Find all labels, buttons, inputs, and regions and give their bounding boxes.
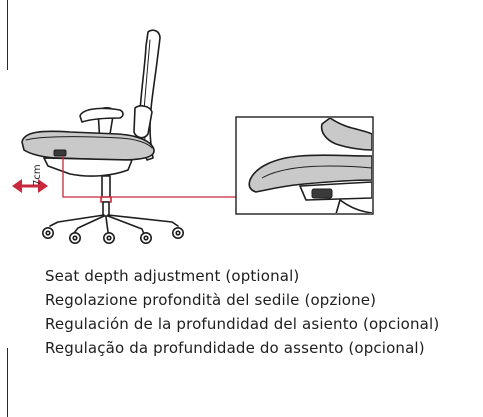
seat-mechanism — [43, 157, 133, 177]
detail-depth-lever — [311, 188, 333, 199]
lumbar-support — [133, 105, 153, 139]
page-edge-line-bottom — [7, 348, 8, 417]
dimension-label: 7cm — [32, 164, 43, 186]
gas-cylinder — [101, 175, 111, 199]
depth-adjust-lever — [53, 149, 67, 157]
gas-cylinder-lower — [102, 201, 110, 217]
base-leg-front — [105, 216, 109, 233]
caption-english: Seat depth adjustment (optional) — [45, 267, 300, 285]
base-leg-right-near — [107, 215, 145, 235]
seat-depth-illustration: 7cm — [12, 29, 374, 245]
detail-seat-frame-upper — [320, 118, 372, 151]
detail-lower-bracket — [335, 199, 372, 213]
caption-block: Seat depth adjustment (optional) Regolaz… — [45, 264, 483, 360]
seat-depth-double-arrow — [12, 179, 48, 193]
caption-portuguese: Regulação da profundidade do assento (op… — [45, 339, 425, 357]
seat-cushion-top — [25, 136, 153, 149]
caster-wheels — [41, 227, 185, 245]
base-leg-right-far — [107, 214, 179, 227]
detail-inset — [235, 116, 374, 215]
detail-seat-cushion — [248, 154, 372, 193]
seat-cushion — [21, 130, 155, 161]
detail-mechanism — [299, 181, 372, 201]
armrest-pad — [79, 107, 124, 123]
base-leg-left-far — [49, 214, 105, 227]
caption-italian: Regolazione profondità del sedile (opzio… — [45, 291, 377, 309]
detail-seat-cushion-inner — [261, 165, 372, 179]
page-edge-line-top — [7, 0, 8, 70]
base-leg-left-near — [73, 215, 105, 234]
office-chair-drawing — [21, 29, 185, 245]
caption-spanish: Regulación de la profundidad del asiento… — [45, 315, 440, 333]
